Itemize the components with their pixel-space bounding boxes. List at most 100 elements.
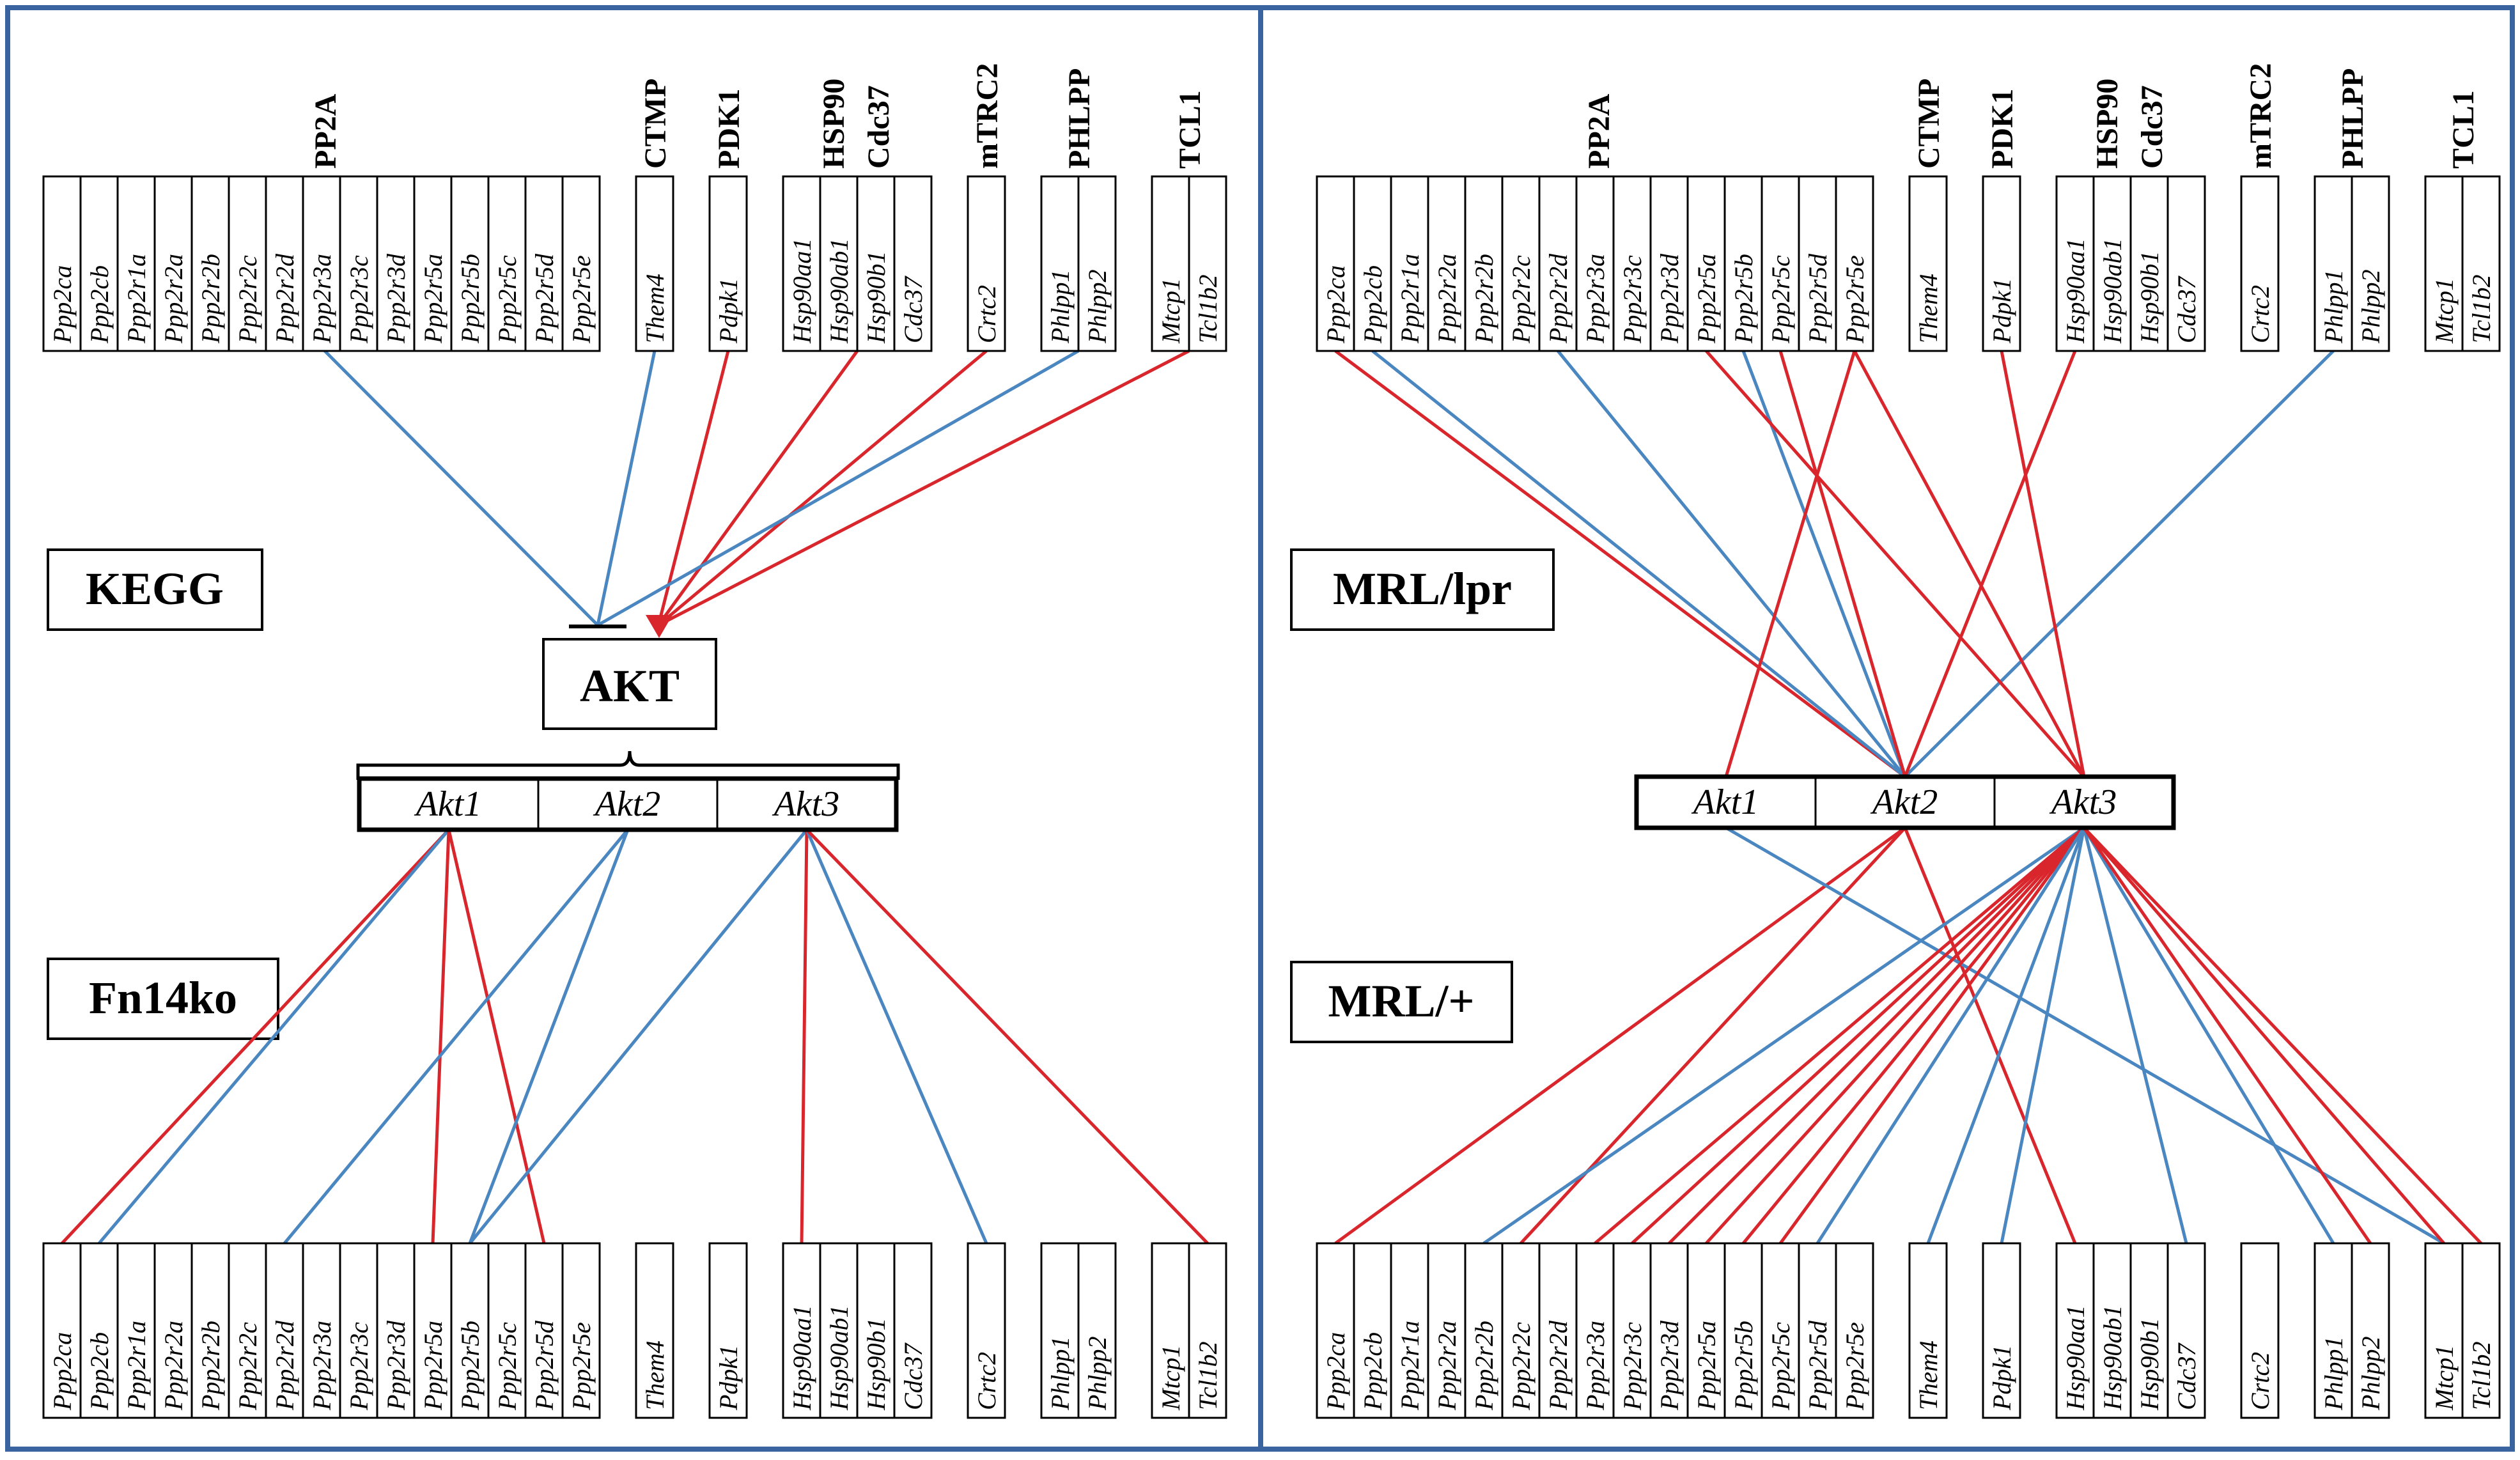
gene-label: Ppp2r3a xyxy=(1581,254,1610,344)
gene-label: Hsp90b1 xyxy=(2135,251,2164,344)
left-top-node-hsp90ab1: Hsp90ab1 xyxy=(819,175,859,352)
left-bottom-group-mtrc2: Crtc2 xyxy=(967,1242,1006,1419)
left-akt-node-akt3: Akt3 xyxy=(716,779,839,830)
gene-label: Ppp2r3a xyxy=(1581,1321,1610,1411)
left-top-node-ppp2r3c: Ppp2r3c xyxy=(339,175,378,352)
left-bottom-node-cdc37: Cdc37 xyxy=(893,1242,933,1419)
left-top-node-ppp2r5e: Ppp2r5e xyxy=(561,175,601,352)
right-top-node-ppp2r3a: Ppp2r3a xyxy=(1575,175,1615,352)
edge-akt3-ppp2r3d xyxy=(1668,827,2085,1245)
gene-label: Ppp2r2d xyxy=(1544,253,1573,344)
edge-akt2-ppp2ca xyxy=(1334,349,1906,779)
left-bottom-node-tcl1b2: Tcl1b2 xyxy=(1188,1242,1227,1419)
gene-label: Hsp90b1 xyxy=(862,251,891,344)
right-bottom-group-mtrc2: Crtc2 xyxy=(2240,1242,2280,1419)
gene-label: Ppp2r2c xyxy=(233,255,262,344)
edge-akt1-ppp2r5e xyxy=(1724,350,1856,777)
group-header-pdk1: PDK1 xyxy=(712,89,746,169)
left-bottom-edges xyxy=(61,828,1209,1245)
akt-gene-label: Akt1 xyxy=(1691,782,1759,822)
gene-label: Pdpk1 xyxy=(1987,278,2016,344)
left-top-node-ppp2r3a: Ppp2r3a xyxy=(302,175,341,352)
gene-label: Ppp2r3a xyxy=(307,254,336,344)
akt-gene-label: Akt1 xyxy=(414,784,482,824)
akt-gene-label: Akt3 xyxy=(2049,782,2117,822)
label-fn14ko-box: Fn14ko xyxy=(47,958,279,1040)
edge-akt2-ppp2r5c xyxy=(1778,350,1907,777)
left-top-node-hsp90aa1: Hsp90aa1 xyxy=(782,175,821,352)
edge-akt2-phlpp1 xyxy=(1904,350,2335,778)
right-bottom-node-ppp2r5d: Ppp2r5d xyxy=(1798,1242,1837,1419)
gene-label: Ppp2r2a xyxy=(159,1321,188,1411)
right-top-node-crtc2: Crtc2 xyxy=(2240,175,2280,352)
edges xyxy=(61,349,2482,1245)
left-bottom-group-ctmp: Them4 xyxy=(635,1242,674,1419)
gene-label: Ppp2r1a xyxy=(122,1321,151,1411)
left-top-node-pdpk1: Pdpk1 xyxy=(708,175,748,352)
gene-label: Ppp2r5c xyxy=(1766,1322,1795,1411)
panel-right: MRL/lpr MRL/+ xyxy=(1258,5,2515,1452)
edge-akt3-phlpp2 xyxy=(2082,827,2372,1245)
regulator-edge-pp2a xyxy=(323,350,599,626)
edge-akt2-hsp90aa1 xyxy=(1903,827,2077,1244)
edge-akt3-tcl1b2 xyxy=(2083,827,2482,1245)
edge-akt3-ppp2r5b xyxy=(469,828,808,1245)
right-bottom-node-ppp2r5b: Ppp2r5b xyxy=(1723,1242,1763,1419)
right-bottom-node-hsp90b1: Hsp90b1 xyxy=(2129,1242,2169,1419)
gene-label: Hsp90ab1 xyxy=(825,238,853,344)
left-top-node-ppp2r2a: Ppp2r2a xyxy=(153,175,193,352)
left-bottom-node-crtc2: Crtc2 xyxy=(967,1242,1006,1419)
akt-gene-label: Akt2 xyxy=(1870,782,1938,822)
gene-label: Tcl1b2 xyxy=(2467,1342,2496,1410)
gene-label: Ppp2r5b xyxy=(1729,254,1758,344)
right-top-node-ppp2r5a: Ppp2r5a xyxy=(1686,175,1726,352)
gene-label: Hsp90aa1 xyxy=(788,1305,816,1411)
right-bottom-node-mtcp1: Mtcp1 xyxy=(2424,1242,2464,1419)
left-top-node-ppp2r2b: Ppp2r2b xyxy=(191,175,230,352)
edge-akt3-ppp2r5c xyxy=(1778,827,2086,1245)
gene-label: Hsp90b1 xyxy=(862,1318,891,1411)
edge-akt3-ppp2r5e xyxy=(1853,350,2086,778)
edge-akt2-ppp2r2d xyxy=(1557,350,1906,778)
group-header-pp2a: PP2A xyxy=(309,93,343,169)
right-top-node-cdc37: Cdc37 xyxy=(2166,175,2206,352)
gene-label: Ppp2r2a xyxy=(159,254,188,344)
right-bottom-node-ppp2cb: Ppp2cb xyxy=(1353,1242,1392,1419)
right-bottom-node-phlpp2: Phlpp2 xyxy=(2351,1242,2390,1419)
right-top-node-ppp2r5c: Ppp2r5c xyxy=(1761,175,1800,352)
right-bottom-node-ppp2r3c: Ppp2r3c xyxy=(1612,1242,1652,1419)
right-bottom-node-them4: Them4 xyxy=(1908,1242,1948,1419)
gene-label: Cdc37 xyxy=(2172,276,2201,343)
gene-label: Cdc37 xyxy=(899,1342,928,1410)
left-regulator-edges xyxy=(323,349,1190,638)
edge-akt3-them4 xyxy=(1926,827,2086,1244)
gene-label: Phlpp1 xyxy=(1046,269,1075,344)
right-top-node-them4: Them4 xyxy=(1908,175,1948,352)
label-kegg-box: KEGG xyxy=(47,548,263,631)
gene-label: Hsp90aa1 xyxy=(788,238,816,344)
group-header-cdc37: Cdc37 xyxy=(862,85,896,169)
edge-akt1-ppp2ca xyxy=(61,828,450,1245)
gene-label: Ppp2ca xyxy=(1321,265,1350,344)
gene-label: Phlpp2 xyxy=(1083,269,1112,344)
edge-akt3-pdpk1 xyxy=(2000,827,2086,1244)
regulator-edge-hsp90 xyxy=(657,350,859,626)
left-akt-node-akt1: Akt1 xyxy=(414,784,482,824)
gene-label: Phlpp1 xyxy=(2319,269,2348,344)
left-bottom-node-ppp2r1a: Ppp2r1a xyxy=(116,1242,156,1419)
edge-akt3-crtc2 xyxy=(805,829,988,1244)
left-bottom-node-ppp2r5d: Ppp2r5d xyxy=(524,1242,564,1419)
right-top-edges xyxy=(1334,349,2335,779)
group-header-hsp90: HSP90 xyxy=(817,79,851,169)
